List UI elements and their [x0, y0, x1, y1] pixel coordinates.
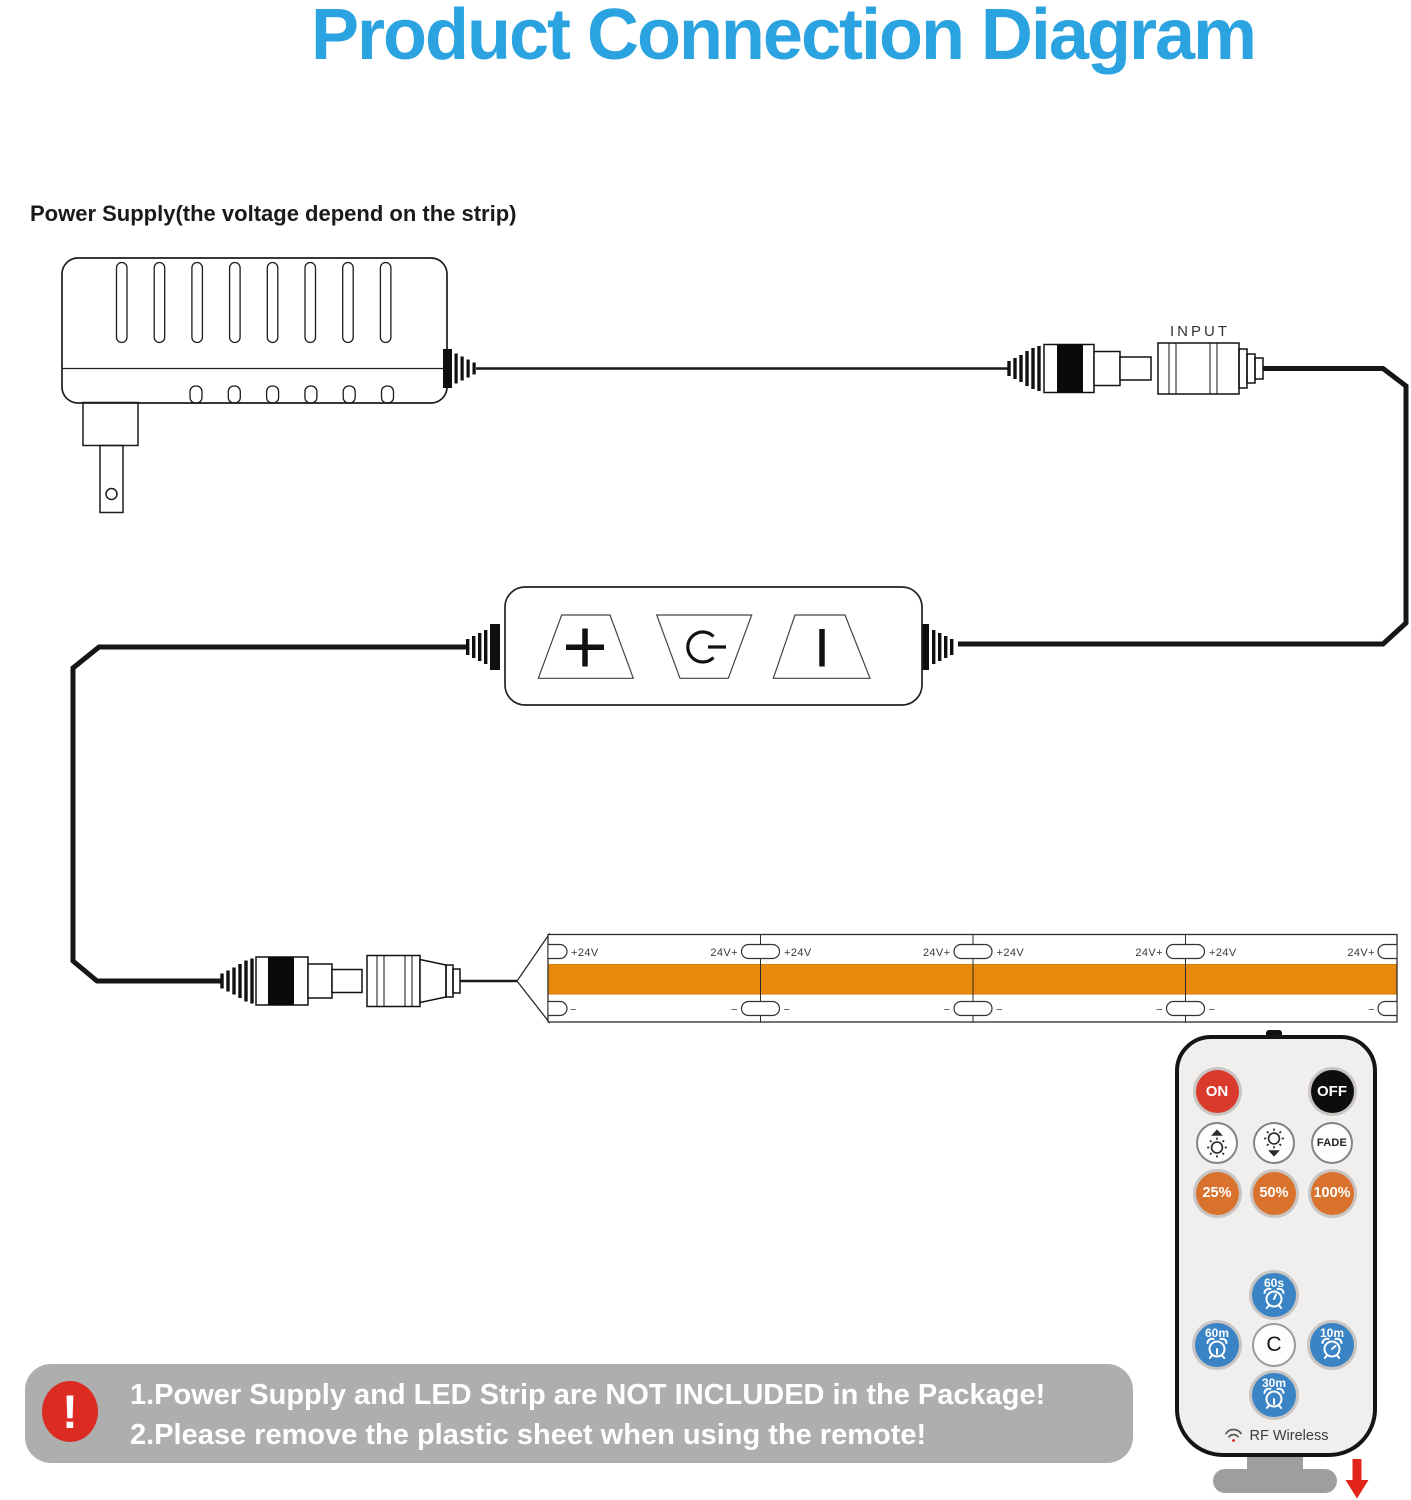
remote-on-button[interactable]: ON [1195, 1069, 1239, 1113]
strip-solder-pads [548, 943, 1397, 1017]
dc-jack-female-2 [366, 954, 518, 1008]
dc-plug-male-1 [1007, 343, 1152, 394]
controller-button-increase[interactable] [537, 614, 635, 679]
remote-25-percent-button[interactable]: 25% [1195, 1171, 1239, 1215]
strip-negative-mark: − [1368, 1004, 1375, 1016]
remote-fade-button[interactable]: FADE [1311, 1122, 1353, 1164]
strip-negative-mark: − [1156, 1004, 1163, 1016]
warning-note: ! 1.Power Supply and LED Strip are NOT I… [25, 1364, 1133, 1463]
warning-line-2: 2.Please remove the plastic sheet when u… [130, 1419, 927, 1451]
plastic-pull-tab [1213, 1454, 1337, 1493]
cable-left-loop [70, 644, 466, 984]
strip-voltage-label: 24V+ [1135, 947, 1163, 959]
strip-voltage-label: 24V+ [1347, 947, 1375, 959]
strip-negative-mark: − [784, 1004, 791, 1016]
remote-timer-10m-button[interactable]: 10m [1310, 1323, 1354, 1367]
remote-timer-60m-button[interactable]: 60m [1195, 1323, 1239, 1367]
inline-controller [466, 586, 954, 706]
us-plug [82, 401, 139, 514]
remote-brightness-down-button[interactable] [1253, 1122, 1295, 1164]
remote-50-percent-button[interactable]: 50% [1252, 1171, 1296, 1215]
remote-cancel-button[interactable]: C [1252, 1323, 1296, 1367]
timer-label: 30m [1261, 1376, 1287, 1390]
alarm-clock-icon [1263, 1387, 1285, 1409]
controller-button-decrease[interactable] [772, 614, 871, 679]
plus-icon [566, 628, 604, 667]
strip-voltage-label: +24V [1209, 947, 1237, 959]
strip-voltage-label: 24V+ [710, 947, 738, 959]
rf-wireless-row: RF Wireless [1179, 1427, 1373, 1444]
strip-voltage-label: +24V [784, 947, 812, 959]
brightness-down-icon [1264, 1128, 1284, 1157]
remote-timer-60s-button[interactable]: 60s [1252, 1273, 1296, 1317]
dc-plug-male-2 [220, 956, 363, 1006]
rf-wireless-label: RF Wireless [1249, 1427, 1329, 1444]
input-label: INPUT [1170, 323, 1230, 340]
remote-brightness-up-button[interactable] [1196, 1122, 1238, 1164]
timer-label: 10m [1319, 1326, 1345, 1340]
strip-negative-mark: − [996, 1004, 1003, 1016]
strip-voltage-labels: +24V +24V +24V +24V 24V+ 24V+ 24V+ 24V+ … [570, 947, 1375, 1016]
adapter-vent-slots-top [115, 261, 392, 344]
page-title: Product Connection Diagram [310, 0, 1257, 75]
remote-off-button[interactable]: OFF [1310, 1069, 1354, 1113]
remote-100-percent-button[interactable]: 100% [1310, 1171, 1354, 1215]
led-strip: +24V +24V +24V +24V 24V+ 24V+ 24V+ 24V+ … [516, 932, 1398, 1024]
power-adapter-illustration [61, 257, 1008, 514]
adapter-vent-slots-bottom [189, 385, 395, 404]
strip-voltage-label: +24V [571, 947, 599, 959]
remote-timer-30m-button[interactable]: 30m [1252, 1373, 1296, 1417]
cable-right-loop [958, 366, 1409, 647]
timer-label: 60m [1204, 1326, 1230, 1340]
warning-text: 1.Power Supply and LED Strip are NOT INC… [130, 1375, 1045, 1455]
alarm-clock-icon [1206, 1337, 1228, 1359]
strip-negative-mark: − [570, 1004, 577, 1016]
power-icon [686, 630, 726, 664]
timer-label: 60s [1263, 1276, 1285, 1290]
strip-voltage-label: +24V [997, 947, 1025, 959]
power-supply-label: Power Supply(the voltage depend on the s… [30, 201, 517, 226]
strip-connector-funnel [516, 932, 550, 1024]
brightness-up-icon [1207, 1129, 1227, 1158]
alarm-clock-icon [1263, 1287, 1285, 1309]
wifi-icon [1224, 1428, 1242, 1442]
rf-remote-control: ON OFF [1175, 1035, 1377, 1457]
warning-line-1: 1.Power Supply and LED Strip are NOT INC… [130, 1379, 1046, 1411]
controller-strain-reliefs [466, 624, 954, 670]
pull-direction-arrow-icon [1345, 1459, 1369, 1499]
exclamation-icon: ! [42, 1381, 98, 1442]
strip-negative-mark: − [1209, 1004, 1216, 1016]
adapter-strain-relief [443, 349, 476, 388]
strip-negative-mark: − [944, 1004, 951, 1016]
controller-button-power[interactable] [655, 614, 753, 679]
dc-jack-female-1 [1157, 342, 1264, 395]
strip-negative-mark: − [731, 1004, 738, 1016]
alarm-clock-icon [1321, 1337, 1343, 1359]
strip-voltage-label: 24V+ [923, 947, 951, 959]
